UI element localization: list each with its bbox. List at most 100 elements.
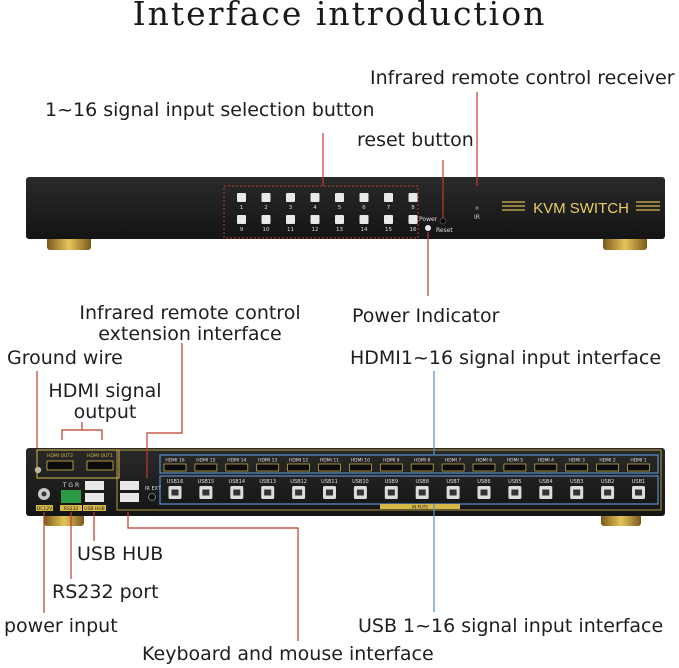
- usb-input-port[interactable]: USB4: [539, 479, 553, 499]
- selection-button-13[interactable]: 13: [335, 215, 344, 233]
- selection-button-10[interactable]: 10: [261, 215, 271, 233]
- usb-input-port[interactable]: USB1: [632, 479, 645, 499]
- usb-input-port[interactable]: USB10: [352, 479, 369, 499]
- hdmi-input-port[interactable]: HDMI 16: [163, 458, 187, 472]
- hdmi-input-label: HDMI 3: [569, 458, 585, 464]
- usb-input-port[interactable]: USB3: [570, 479, 583, 499]
- hdmi-input-socket: [503, 463, 527, 472]
- hdmi-input-socket: [410, 463, 434, 472]
- selection-button-number: 16: [410, 227, 417, 233]
- hdmi-input-socket: [163, 463, 187, 472]
- selection-button-number: 9: [240, 227, 244, 233]
- hdmi-out2-port: [46, 460, 74, 471]
- ir-text: IR: [474, 214, 480, 221]
- selection-button-6[interactable]: 6: [359, 193, 369, 211]
- hdmi-input-label: HDMI 10: [351, 458, 370, 464]
- hdmi-input-port[interactable]: HDMI 7: [441, 458, 465, 472]
- usb-input-label: USB7: [446, 479, 459, 485]
- hdmi-out1-text: HDMI OUT1: [87, 453, 113, 459]
- selection-button-1[interactable]: 1: [237, 193, 246, 211]
- hdmi-input-socket: [534, 463, 558, 472]
- hdmi-input-port[interactable]: HDMI 15: [194, 458, 218, 472]
- hdmi-input-socket: [287, 463, 310, 472]
- inputs-text: IN PUTS: [412, 505, 428, 510]
- usb-input-label: USB15: [198, 479, 215, 485]
- usb-input-port[interactable]: USB15: [198, 479, 215, 499]
- usb-input-port[interactable]: USB7: [446, 479, 460, 499]
- usb-input-label: USB6: [477, 479, 490, 485]
- kbm-port-2: [120, 493, 139, 502]
- usb-hub-text: USB HUB: [84, 506, 104, 512]
- hdmi-input-socket: [318, 463, 341, 472]
- hdmi-input-port[interactable]: HDMI 4: [534, 458, 558, 472]
- selection-button-9[interactable]: 9: [237, 215, 246, 233]
- hdmi-input-port[interactable]: HDMI 3: [565, 458, 589, 472]
- usb-input-port[interactable]: USB12: [290, 479, 307, 499]
- hdmi-input-port[interactable]: HDMI 8: [410, 458, 434, 472]
- selection-button-2[interactable]: 2: [261, 193, 271, 211]
- hdmi-input-socket: [596, 463, 619, 472]
- selection-button-12[interactable]: 12: [310, 215, 320, 233]
- usb-input-port[interactable]: USB13: [259, 479, 276, 499]
- selection-button-4[interactable]: 4: [310, 193, 320, 211]
- rear-leader-lines: [36, 343, 299, 641]
- selection-button-7[interactable]: 7: [384, 193, 393, 211]
- selection-button-8[interactable]: 8: [408, 193, 418, 211]
- usb-input-label: USB1: [632, 479, 645, 485]
- hdmi-input-socket: [349, 463, 372, 472]
- usb-hub-port-1: [85, 481, 104, 490]
- rs232-text: RS232: [64, 506, 79, 512]
- selection-button-15[interactable]: 15: [384, 215, 393, 233]
- hdmi-input-port[interactable]: HDMI 11: [318, 458, 341, 472]
- selection-button-16[interactable]: 16: [408, 215, 418, 233]
- hdmi-input-port[interactable]: HDMI 5: [503, 458, 527, 472]
- usb-input-port[interactable]: USB2: [601, 479, 614, 499]
- reset-hole: [439, 217, 447, 225]
- usb-input-port[interactable]: USB9: [385, 479, 398, 499]
- hdmi-input-label: HDMI 11: [320, 458, 339, 464]
- inputs-frame: [116, 449, 662, 511]
- usb-input-port[interactable]: USB6: [477, 479, 491, 499]
- hdmi-input-port[interactable]: HDMI 12: [287, 458, 310, 472]
- hdmi-input-socket: [194, 463, 218, 472]
- hdmi-input-port[interactable]: HDMI 10: [349, 458, 372, 472]
- hdmi-out2-text: HDMI OUT2: [47, 453, 73, 459]
- hdmi-input-label: HDMI 16: [165, 458, 184, 464]
- usb-input-label: USB14: [228, 479, 245, 485]
- selection-button-number: 10: [263, 227, 270, 233]
- power-led: [425, 225, 431, 231]
- button-group-outline: [223, 185, 419, 239]
- label-power-input: power input: [4, 615, 118, 637]
- usb-input-label: USB11: [321, 479, 338, 485]
- hdmi-input-label: HDMI 9: [383, 458, 399, 464]
- usb-input-port[interactable]: USB11: [321, 479, 338, 499]
- selection-button-5[interactable]: 5: [335, 193, 344, 211]
- usb-input-port[interactable]: USB14: [228, 479, 245, 499]
- hdmi-input-port[interactable]: HDMI 14: [225, 458, 249, 472]
- selection-button-number: 12: [312, 227, 319, 233]
- usb-input-port[interactable]: USB16: [167, 479, 184, 499]
- label-power-indicator: Power Indicator: [352, 305, 500, 327]
- selection-button-number: 7: [387, 205, 391, 211]
- leader-keyboard-mouse: [127, 512, 299, 641]
- front-foot-left: [47, 236, 91, 250]
- hdmi-input-port[interactable]: HDMI 2: [596, 458, 619, 472]
- hdmi-input-port[interactable]: HDMI 1: [627, 458, 650, 472]
- selection-button-11[interactable]: 11: [286, 215, 295, 233]
- usb-input-port[interactable]: USB8: [415, 479, 429, 499]
- selection-button-3[interactable]: 3: [286, 193, 295, 211]
- usb-input-port[interactable]: USB5: [508, 479, 522, 499]
- selection-button-14[interactable]: 14: [359, 215, 369, 233]
- hdmi-input-port[interactable]: HDMI 9: [379, 458, 403, 472]
- hdmi-input-port[interactable]: HDMI 6: [472, 458, 496, 472]
- usb-input-label: USB9: [385, 479, 398, 485]
- hdmi-input-socket: [225, 463, 249, 472]
- hdmi-input-socket: [565, 463, 589, 472]
- usb-input-label: USB5: [508, 479, 521, 485]
- hdmi-input-port[interactable]: HDMI 13: [256, 458, 280, 472]
- label-ir-extension-1: Infrared remote control: [79, 302, 301, 324]
- hdmi-input-label: HDMI 5: [507, 458, 523, 464]
